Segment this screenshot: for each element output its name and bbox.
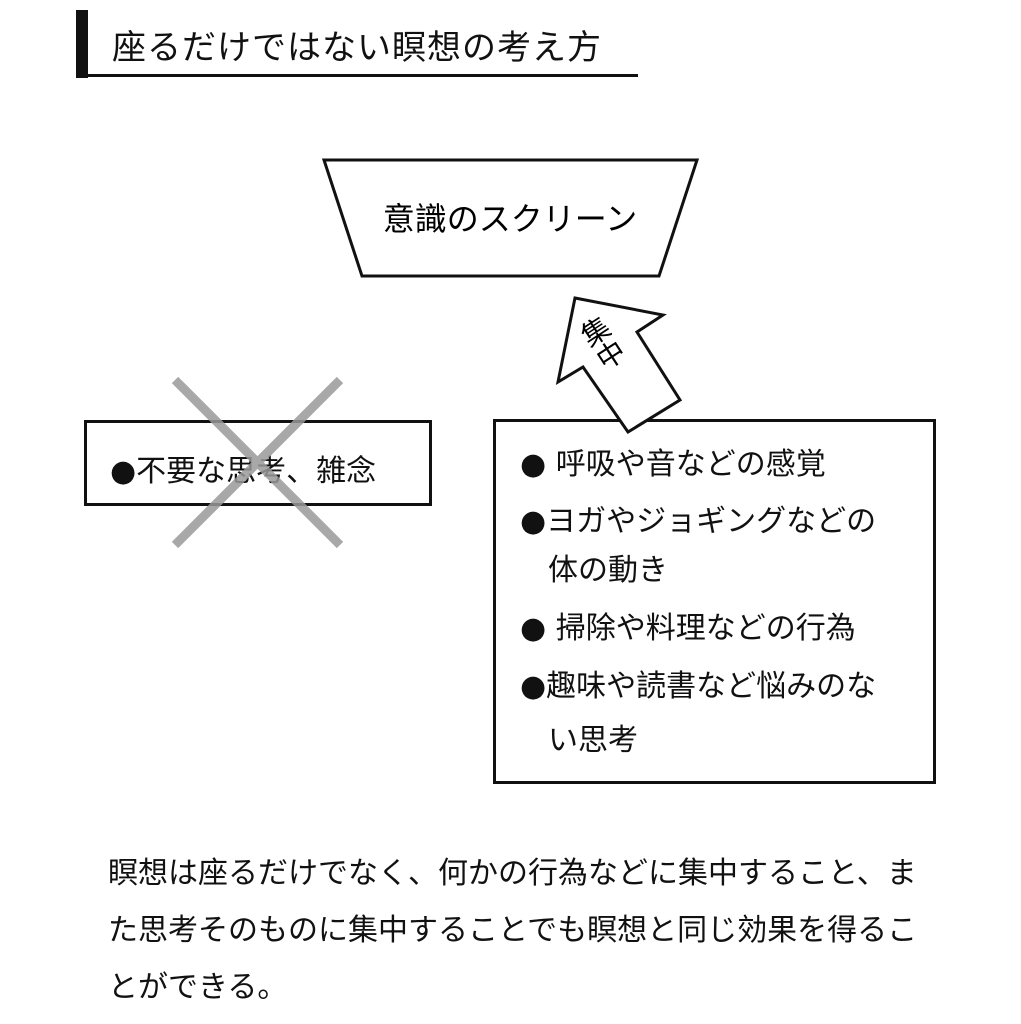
caption: 瞑想は座るだけでなく、何かの行為などに集中すること、また思考そのものに集中するこ… xyxy=(108,856,918,1005)
focus-item-cont: い思考 xyxy=(548,723,638,758)
focus-box xyxy=(493,419,936,784)
screen-label: 意識のスクリーン xyxy=(383,200,637,238)
arrow-up-icon xyxy=(555,296,683,435)
cross-mark xyxy=(171,376,344,549)
screen-trapezoid xyxy=(321,158,700,278)
focus-item: ● 呼吸や音などの感覚 xyxy=(520,447,826,482)
focus-item: ● 掃除や料理などの行為 xyxy=(520,611,856,646)
focus-item: ●趣味や読書など悩みのな xyxy=(520,669,877,704)
title-accent-bar xyxy=(76,10,88,78)
title-underline xyxy=(88,74,638,77)
page-title: 座るだけではない瞑想の考え方 xyxy=(112,28,602,68)
focus-item-cont: 体の動き xyxy=(548,553,668,588)
focus-item: ●ヨガやジョギングなどの xyxy=(520,504,877,539)
